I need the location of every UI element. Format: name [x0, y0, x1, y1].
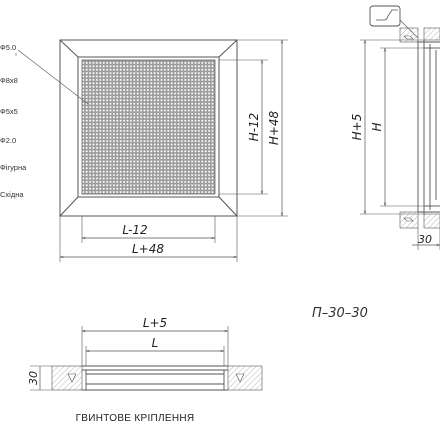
callout-mesh-2: Ф2.0: [0, 136, 17, 145]
front-dim-width-outer: L+48: [132, 242, 164, 256]
callout-mesh-8x8: Ф8х8: [0, 76, 18, 85]
front-dim-height-inner: H-12: [247, 113, 261, 142]
section-dim-width-inner: L: [152, 336, 159, 350]
front-dim-width-inner: L-12: [122, 223, 147, 237]
drawing-caption: ГВИНТОВЕ КРІПЛЕННЯ: [75, 413, 195, 424]
front-inner-frame: [77, 56, 220, 198]
callout-mesh-5x5: Ф5х5: [0, 107, 18, 116]
front-mesh-grid: [81, 59, 216, 195]
front-view: [59, 39, 288, 262]
callout-mesh-5: Ф5.0: [0, 43, 17, 52]
front-dim-height-outer: H+48: [267, 110, 281, 145]
section-view: [30, 326, 263, 391]
side-dim-height-inner: H: [370, 122, 384, 131]
side-dim-height-outer: H+5: [350, 114, 364, 141]
callout-eastern: Східна: [0, 190, 24, 199]
side-view: [360, 5, 440, 250]
model-code: П–30–30: [312, 306, 368, 321]
front-outer-frame: [59, 39, 238, 217]
callout-figured: Фігурна: [0, 163, 27, 172]
side-dim-depth: 30: [418, 233, 432, 246]
section-dim-depth: 30: [27, 371, 40, 385]
callout-leaders: [15, 49, 89, 105]
section-dim-width-outer: L+5: [143, 316, 167, 330]
